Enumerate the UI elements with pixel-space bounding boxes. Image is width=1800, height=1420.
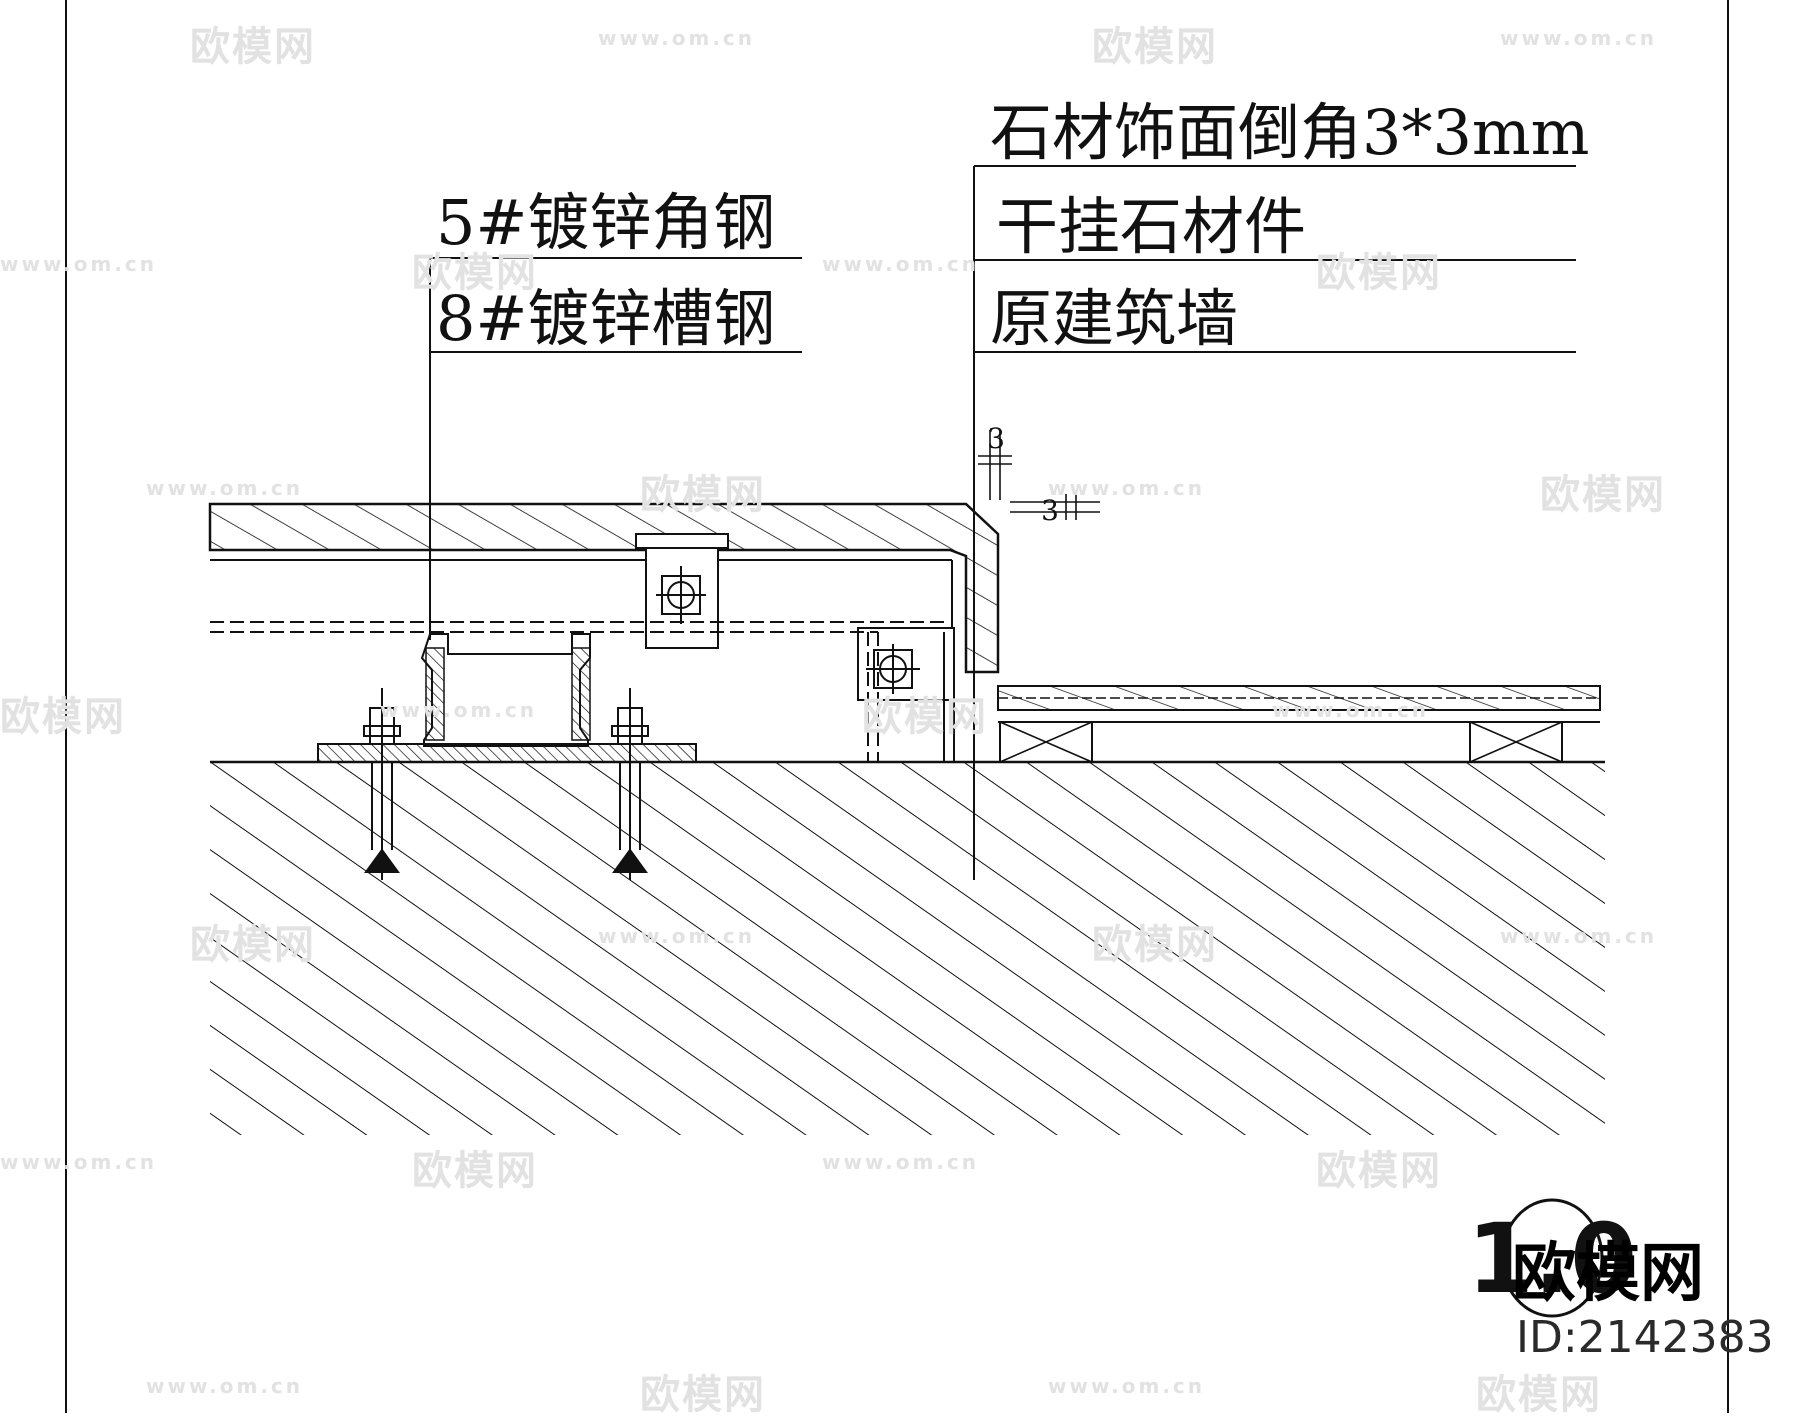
detail-marker <box>1500 1198 1604 1318</box>
stone-hanger-side <box>857 627 955 701</box>
chamfer-dimension-horizontal-text: 3 <box>1041 494 1059 527</box>
stone-cladding <box>208 502 1000 674</box>
expansion-bolt-left <box>363 688 401 880</box>
frame-solid-lines <box>943 632 955 762</box>
galvanized-base-plate <box>317 743 697 763</box>
galvanized-channel-steel <box>420 633 591 747</box>
leader-lines-left <box>429 257 802 640</box>
label-stone-hanger: 干挂石材件 <box>996 190 1307 263</box>
building-wall-section <box>210 760 1605 1135</box>
stone-hanger-top <box>635 533 729 649</box>
label-building-wall: 原建筑墙 <box>990 282 1239 355</box>
hidden-frame-lines <box>210 621 950 762</box>
adjacent-floor-finish <box>997 685 1601 763</box>
leader-lines-right <box>973 165 1576 880</box>
chamfer-dimension-horizontal <box>1010 494 1100 520</box>
label-stone-chamfer: 石材饰面倒角3*3mm <box>990 96 1590 169</box>
label-channel-steel: 8#镀锌槽钢 <box>436 282 776 355</box>
sheet-frame <box>65 0 1729 1413</box>
detail-marker-text: 1.0 <box>1467 1203 1637 1315</box>
chamfer-dimension-vertical-text: 3 <box>987 422 1005 455</box>
label-angle-steel: 5#镀锌角钢 <box>436 186 776 259</box>
brand-logo: 欧模网 <box>1512 1237 1704 1311</box>
brand-id: ID:2142383 <box>1516 1312 1774 1363</box>
chamfer-dimension-vertical <box>978 430 1012 500</box>
expansion-bolt-right <box>611 688 649 880</box>
